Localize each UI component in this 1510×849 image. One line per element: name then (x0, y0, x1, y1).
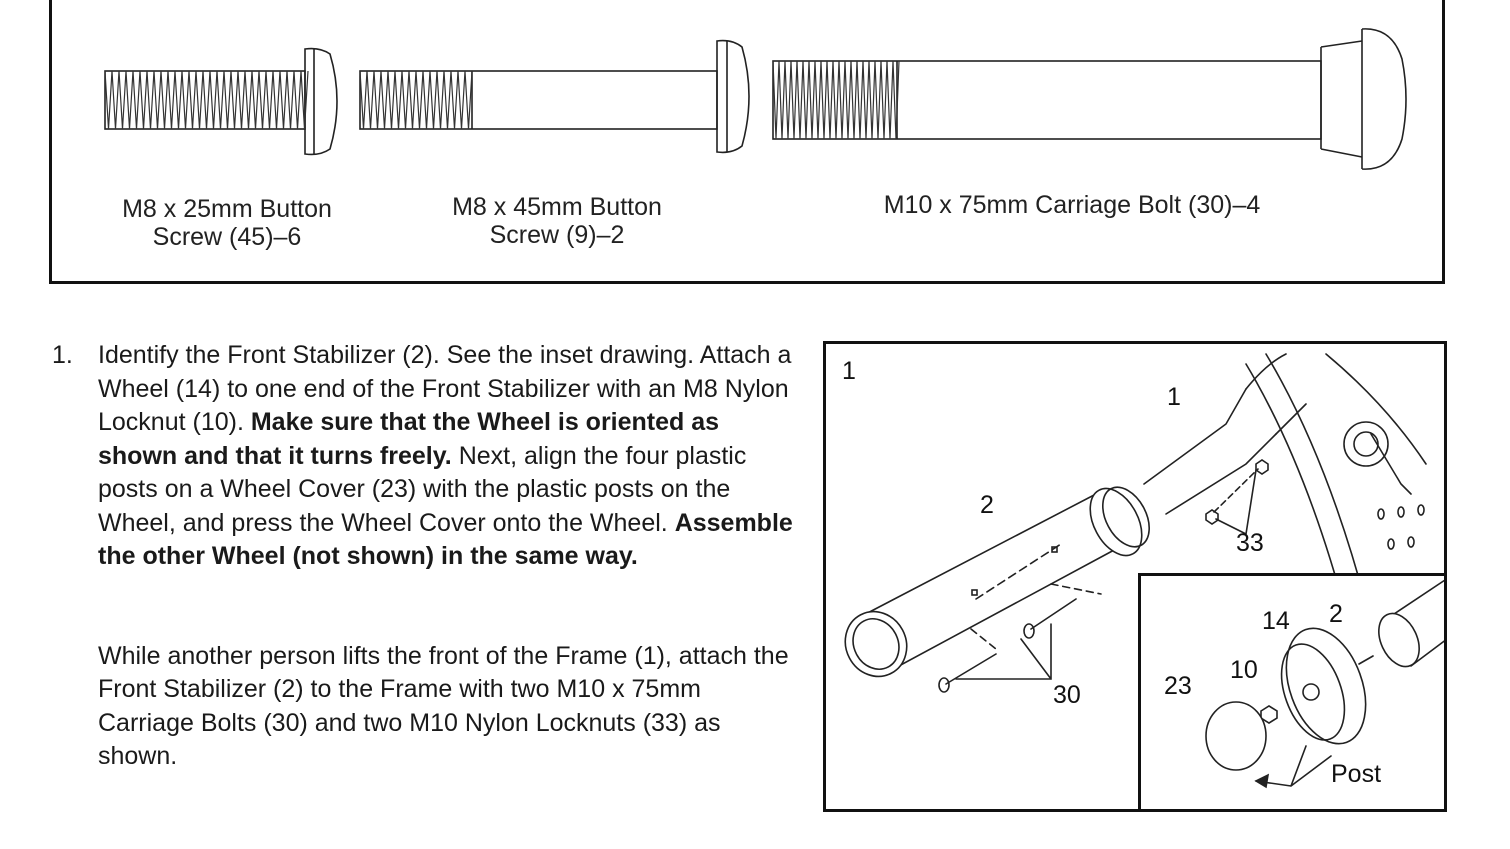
assembly-figure: 1 1 2 30 33 14 2 10 23 Post (823, 341, 1447, 812)
callout-stabilizer: 2 (980, 491, 994, 519)
inset-callout-locknut: 10 (1230, 656, 1258, 684)
callout-locknuts: 33 (1236, 529, 1264, 557)
button-screw-25mm-drawing (104, 47, 338, 156)
step-text-1c: Next, align the four plastic posts on a … (98, 441, 747, 537)
button-screw-45mm-line2: Screw (9)–2 (489, 221, 625, 249)
step-number: 1. (52, 341, 73, 369)
callout-frame: 1 (1167, 383, 1181, 411)
carriage-bolt-drawing (772, 28, 1407, 170)
wheel-inset-drawing (1205, 579, 1444, 789)
stabilizer-assembly-drawing (844, 353, 1427, 693)
step-text-1a: Identify the Front Stabilizer (2). See t… (98, 341, 792, 436)
step-text-1d: Assemble the other Wheel (not shown) in … (98, 508, 793, 571)
carriage-bolt-label: M10 x 75mm Carriage Bolt (30)–4 (842, 191, 1302, 219)
step-instructions: Identify the Front Stabilizer (2). See t… (98, 339, 798, 774)
step-paragraph-1: Identify the Front Stabilizer (2). See t… (98, 339, 798, 574)
hardware-key: M8 x 25mm Button Screw (45)–6 M8 x 45mm … (49, 0, 1445, 284)
button-screw-25mm-line1: M8 x 25mm Button (122, 195, 332, 223)
button-screw-25mm-line2: Screw (45)–6 (152, 223, 302, 251)
button-screw-45mm-drawing (359, 39, 750, 154)
inset-callout-wheel: 14 (1262, 607, 1290, 635)
inset-callout-cover: 23 (1164, 672, 1192, 700)
step-paragraph-2: While another person lifts the front of … (98, 641, 789, 771)
wheel-inset: 14 2 10 23 Post (1138, 573, 1444, 809)
carriage-bolt-line: M10 x 75mm Carriage Bolt (30)–4 (883, 191, 1261, 219)
step-text-1b: Make sure that the Wheel is oriented as … (98, 408, 720, 470)
button-screw-45mm-label: M8 x 45mm Button Screw (9)–2 (432, 193, 682, 249)
button-screw-45mm-line1: M8 x 45mm Button (452, 193, 662, 221)
button-screw-25mm-label: M8 x 25mm Button Screw (45)–6 (102, 195, 352, 251)
hardware-drawings (104, 28, 1407, 170)
callout-bolts: 30 (1053, 681, 1081, 709)
figure-step-number: 1 (842, 357, 856, 385)
inset-callout-post: Post (1331, 760, 1382, 788)
inset-callout-stabilizer: 2 (1329, 600, 1343, 628)
